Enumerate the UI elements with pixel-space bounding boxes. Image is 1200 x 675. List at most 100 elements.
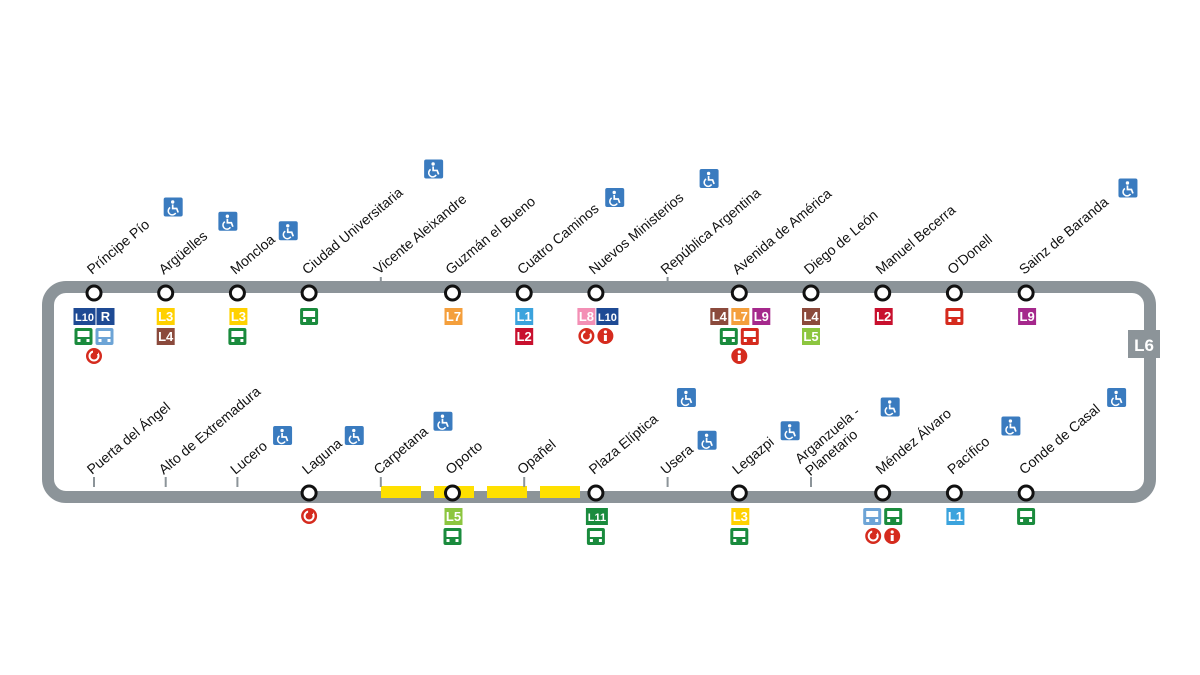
station-tick <box>164 477 167 487</box>
line-badge-l7 <box>731 308 750 325</box>
line-badge-l11 <box>585 508 608 525</box>
commuter-rail-icon <box>301 508 318 524</box>
wheelchair-accessible-icon <box>1118 178 1138 198</box>
line-badge-label: L9 <box>1020 309 1035 324</box>
station-marker <box>444 484 461 502</box>
info-icon <box>597 328 614 344</box>
wheelchair-accessible-icon <box>278 221 298 241</box>
station-marker <box>515 284 533 302</box>
wheelchair-accessible-icon <box>605 187 625 207</box>
info-icon <box>884 528 901 544</box>
wheelchair-accessible-icon <box>1001 416 1021 436</box>
line-badge-l4 <box>710 308 729 325</box>
line-badge-l4 <box>802 308 820 325</box>
station-tick <box>93 477 95 487</box>
line-badge-label: L5 <box>803 329 818 344</box>
station-tick <box>379 277 382 287</box>
line-badge-l10 <box>73 308 96 325</box>
line-badge-l5 <box>802 328 820 345</box>
station-marker <box>874 284 892 302</box>
line-badge-l8 <box>577 308 596 325</box>
wheelchair-accessible-icon <box>697 430 717 450</box>
interurban-bus-icon <box>300 308 319 325</box>
wheelchair-accessible-icon <box>780 421 800 441</box>
station-tick <box>523 477 526 487</box>
wheelchair-accessible-icon <box>880 397 900 417</box>
line-badge-label: R <box>101 309 111 324</box>
station-marker <box>300 484 318 502</box>
commuter-rail-icon <box>578 328 595 344</box>
line-badge-label: L3 <box>158 309 173 324</box>
line-badge-label: L4 <box>158 329 174 344</box>
wheelchair-accessible-icon <box>433 411 453 431</box>
line-badge-l9 <box>752 308 771 325</box>
long-distance-bus-icon <box>95 328 114 345</box>
wheelchair-accessible-icon <box>163 197 183 217</box>
line-badge-l3 <box>731 508 750 525</box>
wheelchair-accessible-icon <box>699 168 719 188</box>
line-badge-label: L2 <box>876 309 891 324</box>
interurban-bus-icon <box>884 508 903 525</box>
works-segment <box>381 486 421 498</box>
station-tick <box>666 477 669 487</box>
interurban-bus-icon <box>730 528 749 545</box>
long-distance-bus-icon <box>863 508 882 525</box>
station-tick <box>810 477 812 487</box>
interurban-bus-icon <box>228 328 247 345</box>
station-tick <box>666 277 669 287</box>
line-badge-label: L10 <box>598 312 617 324</box>
commuter-rail-icon <box>86 348 102 364</box>
station-marker <box>730 284 748 302</box>
station-marker <box>802 284 820 302</box>
station-marker <box>874 484 892 502</box>
works-segment <box>540 486 580 498</box>
interurban-bus-icon <box>443 528 462 545</box>
line-tag-background <box>1128 330 1160 358</box>
long-distance-bus-icon-red <box>945 308 964 325</box>
line-badge-label: L1 <box>948 509 963 524</box>
line-badge-l1 <box>946 508 965 525</box>
line-badge-label: L3 <box>231 309 246 324</box>
line-badge-l10 <box>596 308 619 325</box>
station-marker <box>945 484 963 502</box>
line-badge-l4 <box>156 328 175 345</box>
line-badge-label: L10 <box>75 312 94 324</box>
wheelchair-accessible-icon <box>424 159 444 179</box>
line-badge-label: L7 <box>733 309 748 324</box>
line-badge-l3 <box>156 308 175 325</box>
station-marker <box>444 284 461 302</box>
line-badge-label: L2 <box>517 329 532 344</box>
line-badge-label: L7 <box>446 309 461 324</box>
station-marker <box>85 284 103 302</box>
line-badge-label: L4 <box>712 309 728 324</box>
station-marker <box>157 284 175 302</box>
station-marker <box>1017 284 1035 302</box>
station-marker <box>1017 484 1035 502</box>
line-badge-l2 <box>874 308 893 325</box>
works-segment <box>487 486 527 498</box>
line-badge-label: L1 <box>517 309 532 324</box>
interurban-bus-icon <box>1017 508 1036 525</box>
line-badge-label: L3 <box>733 509 748 524</box>
wheelchair-accessible-icon <box>218 211 238 231</box>
station-marker <box>945 284 963 302</box>
commuter-rail-icon <box>865 528 882 544</box>
wheelchair-accessible-icon <box>1107 387 1127 407</box>
line-badge-label: L4 <box>803 309 819 324</box>
line-badge-label: L8 <box>579 309 594 324</box>
line-tag-label: L6 <box>1134 336 1154 355</box>
wheelchair-accessible-icon <box>676 387 696 407</box>
line-badge-r <box>96 308 115 325</box>
line-badge-label: L9 <box>754 309 769 324</box>
line-badge-l3 <box>229 308 248 325</box>
wheelchair-accessible-icon <box>273 426 293 446</box>
line-badge-l7 <box>444 308 463 325</box>
line-badge-l9 <box>1018 308 1037 325</box>
interurban-bus-icon <box>719 328 738 345</box>
station-marker <box>228 284 246 302</box>
line-tag: L6 <box>1128 330 1160 358</box>
long-distance-bus-icon-red <box>740 328 759 345</box>
interurban-bus-icon <box>586 528 605 545</box>
station-marker <box>587 284 605 302</box>
